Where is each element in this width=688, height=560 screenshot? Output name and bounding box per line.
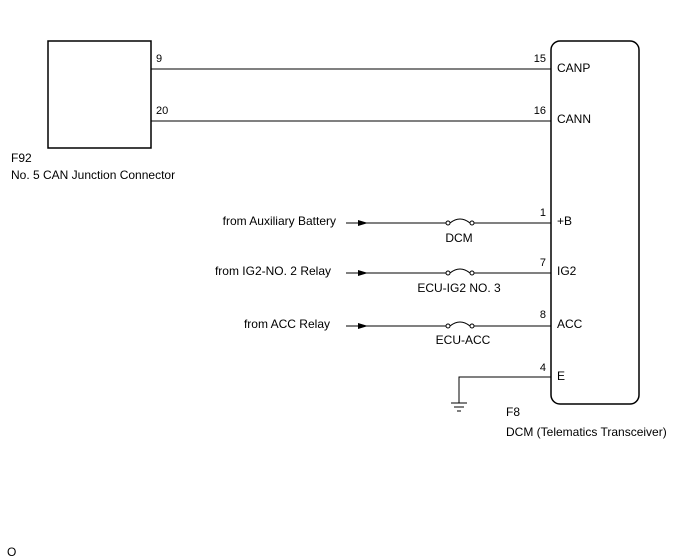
arrow-right-icon [358, 220, 368, 226]
fuse-icon [439, 318, 481, 332]
dcm-pin-b-label: +B [557, 214, 572, 228]
fuse-label-dcm: DCM [445, 231, 472, 245]
dcm-pin-4-number: 4 [540, 362, 546, 374]
dcm-pin-ig2-label: IG2 [557, 264, 577, 278]
arrow-right-icon [358, 270, 368, 276]
fuse-icon [439, 215, 481, 229]
dcm-name: DCM (Telematics Transceiver) [506, 425, 667, 439]
dcm-pin-1-number: 1 [540, 207, 546, 219]
fuse-icon [439, 265, 481, 279]
footer-mark: O [7, 545, 16, 559]
ground-wire [458, 376, 551, 403]
dcm-pin-7-number: 7 [540, 257, 546, 269]
ground-icon [451, 402, 467, 412]
fuse-label-ecu-ig2-no3: ECU-IG2 NO. 3 [417, 281, 501, 295]
f92-pin-9-number: 9 [156, 53, 162, 65]
dcm-pin-cann-label: CANN [557, 112, 591, 126]
fuse-label-ecu-acc: ECU-ACC [436, 333, 491, 347]
dcm-pin-8-number: 8 [540, 309, 546, 321]
dcm-pin-canp-label: CANP [557, 61, 590, 75]
f92-pin-20-number: 20 [156, 105, 168, 117]
dcm-pin-acc-label: ACC [557, 317, 583, 331]
dcm-pin-e-label: E [557, 369, 565, 383]
dcm-pin-16-number: 16 [534, 105, 546, 117]
dcm-code: F8 [506, 405, 520, 419]
junction-connector-name: No. 5 CAN Junction Connector [11, 168, 175, 182]
junction-connector-box [47, 40, 152, 149]
dcm-pin-15-number: 15 [534, 53, 546, 65]
power-source-ig2-relay: from IG2-NO. 2 Relay [215, 264, 331, 278]
power-source-aux-battery: from Auxiliary Battery [223, 214, 336, 228]
arrow-right-icon [358, 323, 368, 329]
power-source-acc-relay: from ACC Relay [244, 317, 330, 331]
junction-connector-code: F92 [11, 151, 32, 165]
